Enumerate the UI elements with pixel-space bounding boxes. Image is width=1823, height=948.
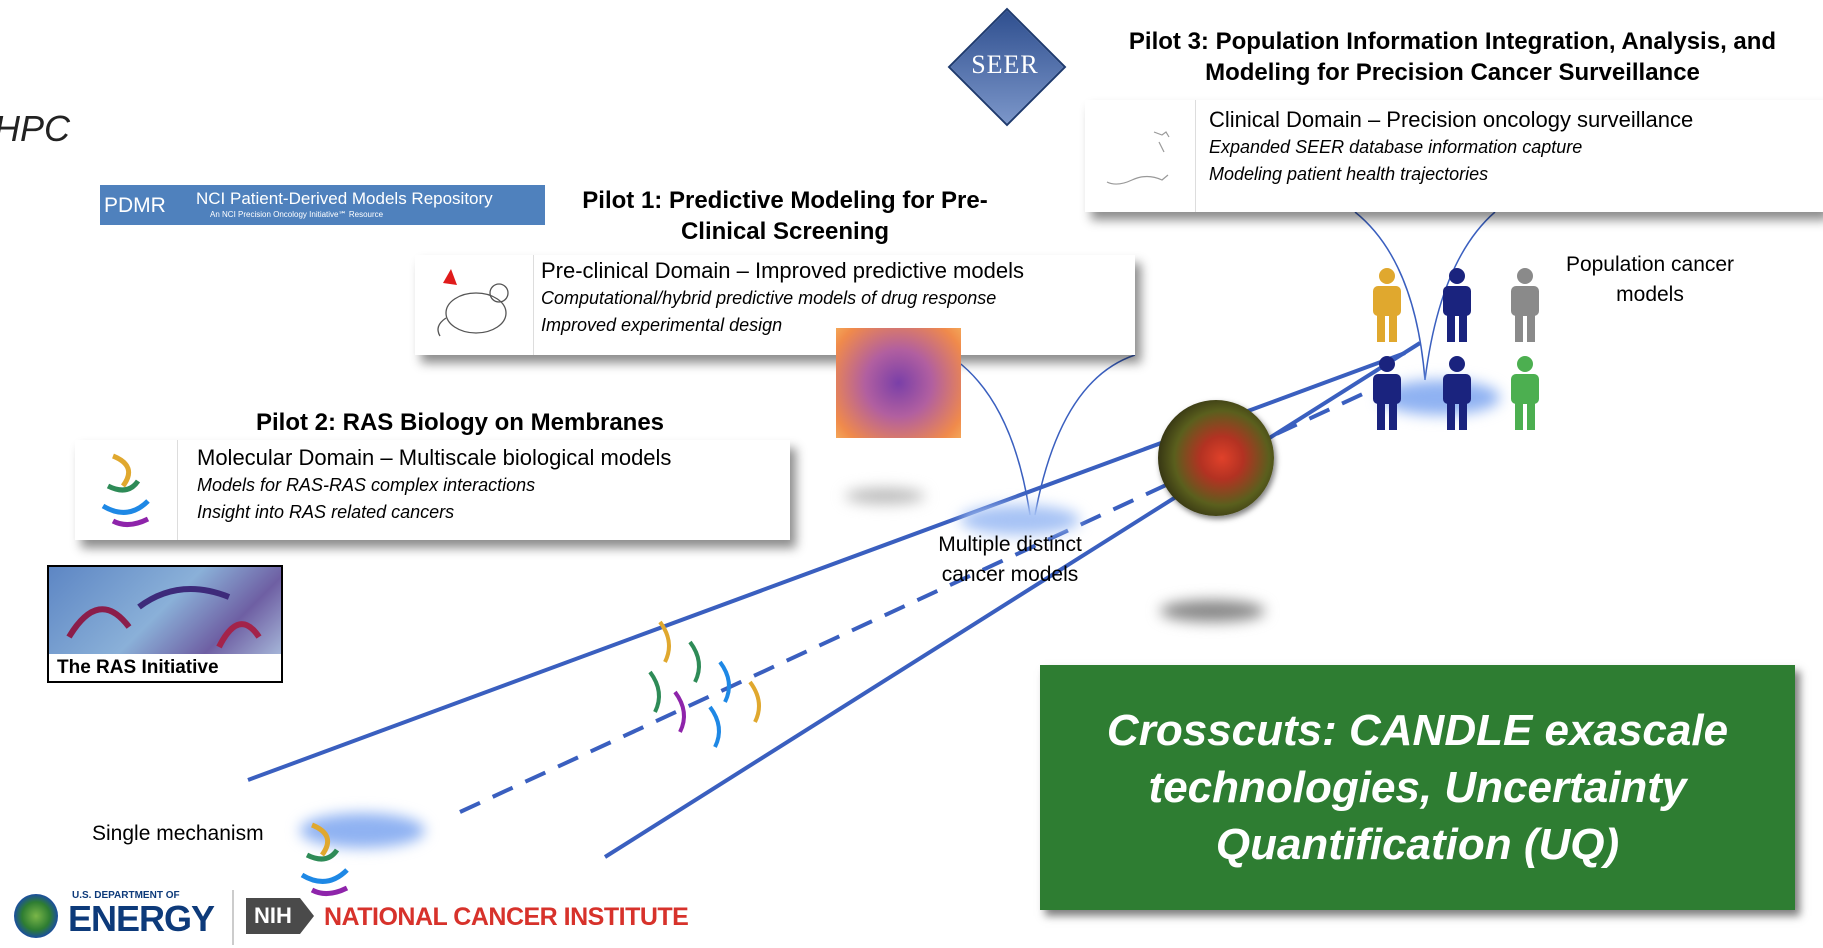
nih-box: NIH [246, 898, 300, 934]
pdmr-name: NCI Patient-Derived Models Repository [196, 189, 493, 208]
protein-cluster-icon [640, 612, 790, 757]
doe-seal-icon [14, 894, 58, 938]
pilot3-card: Clinical Domain – Precision oncology sur… [1085, 100, 1823, 212]
arc-pilot3-left [1354, 211, 1426, 381]
pilot2-line2: Insight into RAS related cancers [197, 502, 455, 522]
pdmr-sub: An NCI Precision Oncology Initiative℠ Re… [210, 210, 384, 219]
ras-initiative-logo: The RAS Initiative [47, 565, 283, 683]
pilot3-line1: Expanded SEER database information captu… [1209, 137, 1583, 157]
nci-name: NATIONAL CANCER INSTITUTE [324, 903, 689, 931]
doe-top: U.S. DEPARTMENT OF [72, 890, 180, 901]
pilot1-line2: Improved experimental design [541, 315, 783, 335]
hpc-text: HPC [0, 108, 71, 149]
footer-divider [232, 890, 234, 945]
doe-energy: ENERGY [68, 898, 215, 939]
us-map-icon [1099, 112, 1189, 202]
single-label: Single mechanism [92, 822, 264, 845]
glow-multiple [960, 505, 1080, 535]
seer-logo: SEER [947, 7, 1067, 127]
population-label: Population cancer models [1565, 253, 1735, 306]
population-people-icon [1373, 268, 1539, 430]
pilot1-line1: Computational/hybrid predictive models o… [541, 288, 997, 308]
cell-sphere-image [1158, 400, 1274, 516]
pilot2-domain: Molecular Domain – Multiscale biological… [197, 445, 672, 470]
pilot3-line2: Modeling patient health trajectories [1209, 164, 1489, 184]
ras-initiative-label: The RAS Initiative [49, 654, 281, 681]
shadow-pilot1 [845, 488, 925, 504]
pdmr-abbr: PDMR [104, 194, 166, 217]
pilot1-title: Pilot 1: Predictive Modeling for Pre-Cli… [582, 187, 988, 246]
heatmap-image [836, 328, 961, 438]
pdmr-banner: PDMR NCI Patient-Derived Models Reposito… [100, 185, 545, 225]
doe-logo: U.S. DEPARTMENT OF ENERGY [12, 888, 222, 948]
crosscut-box: Crosscuts: CANDLE exascale technologies,… [1040, 665, 1795, 910]
pilot3-title: Pilot 3: Population Information Integrat… [1128, 28, 1777, 87]
nih-chevron-icon [300, 898, 314, 934]
pilot2-title: Pilot 2: RAS Biology on Membranes [255, 409, 665, 436]
pilot2-card: Molecular Domain – Multiscale biological… [75, 440, 790, 540]
shadow-sphere [1160, 600, 1265, 622]
pilot1-domain: Pre-clinical Domain – Improved predictiv… [541, 258, 1024, 283]
arc-pilot1-right [1034, 354, 1136, 516]
seer-logo-text: SEER [971, 50, 1039, 79]
pilot2-line1: Models for RAS-RAS complex interactions [197, 475, 536, 495]
pilot3-domain: Clinical Domain – Precision oncology sur… [1209, 107, 1694, 132]
single-protein-icon [292, 815, 362, 905]
mouse-icon [431, 263, 521, 347]
ras-protein-icon [93, 446, 163, 534]
multiple-label: Multiple distinct cancer models [938, 533, 1082, 586]
pilot1-card: Pre-clinical Domain – Improved predictiv… [415, 255, 1135, 355]
